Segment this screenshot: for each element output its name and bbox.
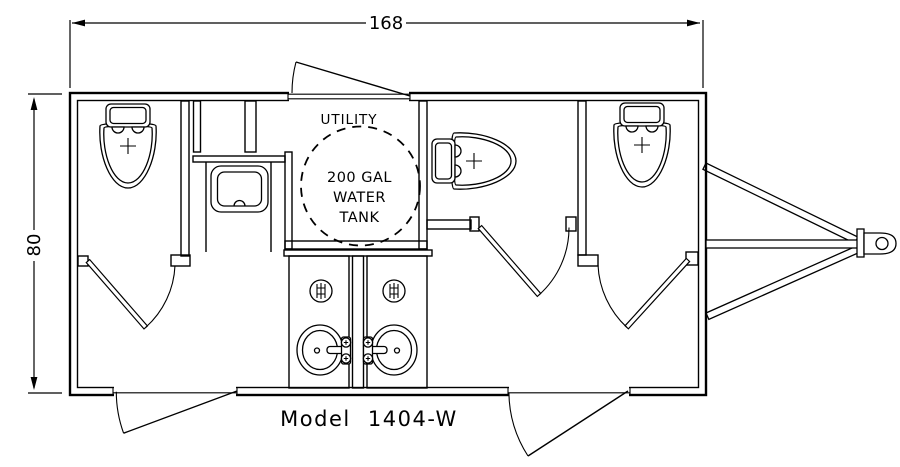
toilet-icon-center-stall (431, 132, 517, 190)
door-utility-exterior (291, 61, 411, 97)
dimension-height: 80 (24, 93, 62, 394)
toilet-icon-left-room (99, 103, 157, 189)
arrowhead-right-icon (687, 19, 700, 27)
drain-icon (393, 347, 401, 354)
arrowhead-down-icon (30, 377, 38, 390)
tank-label-line1: 200 GAL (327, 170, 392, 186)
stall-door-jamb-left (469, 216, 480, 232)
door-entry-right (508, 390, 629, 457)
niche-wall-right (244, 100, 257, 153)
hitch-plate (856, 228, 865, 258)
door-center-stall (477, 224, 570, 298)
dispenser-left (309, 279, 333, 303)
utility-wall-left (284, 151, 293, 250)
utility-room: UTILITY 200 GAL WATER TANK (300, 112, 421, 247)
lavatory-right (362, 324, 418, 376)
utility-room-label: UTILITY (320, 112, 377, 128)
basin-notch-icon (233, 199, 246, 207)
dispenser-icon (309, 279, 333, 303)
door-left-room (85, 258, 176, 330)
outer-wall-line (68, 91, 708, 397)
trailer-tongue (702, 162, 897, 321)
sink-vanities (283, 249, 433, 389)
partition-left-room-jamb (170, 254, 191, 267)
utility-basin (210, 165, 269, 213)
door-thresholds (112, 93, 631, 395)
lavatory-left (296, 324, 352, 376)
model-title: Model 1404-W (280, 407, 458, 431)
length-dimension-label: 168 (369, 13, 403, 34)
vanity-cabinet-right (366, 255, 428, 389)
basin-inner-icon (216, 171, 263, 207)
tongue-bar-lower (705, 244, 862, 321)
door-swing-arc (597, 264, 628, 328)
dimension-length: 168 (69, 13, 704, 88)
hitch-ball-socket-icon (875, 236, 889, 251)
interior-doors (85, 224, 691, 330)
partition-right-room (577, 100, 587, 256)
left-door-jamb (77, 255, 89, 267)
water-tank-icon (300, 125, 421, 247)
hitch-coupler-icon (863, 232, 897, 255)
partition-left-room (180, 100, 190, 257)
vanity-top-cap (283, 249, 433, 257)
tank-label-line2: WATER (333, 190, 386, 206)
door-swing-arc (538, 227, 570, 296)
tongue-bar-center (705, 239, 861, 249)
stall-door-jamb-right (565, 216, 577, 232)
niche-wall-left (192, 100, 202, 153)
arrowhead-left-icon (72, 19, 85, 27)
exterior-walls (68, 90, 708, 398)
inner-wall-line (76, 99, 700, 389)
utility-wall-right (418, 100, 428, 250)
height-dimension-label: 80 (24, 234, 45, 257)
drain-icon (313, 347, 321, 354)
partition-right-room-jamb (577, 254, 599, 267)
door-entry-left (115, 390, 238, 434)
toilet-icon-right-room (613, 102, 671, 188)
bottom-right-door-opening (509, 384, 629, 398)
top-door-opening (289, 90, 409, 104)
door-swing-arc (145, 265, 176, 328)
vanity-divider-wall (351, 255, 365, 389)
exterior-doors (115, 61, 629, 457)
stall-wall (426, 219, 472, 230)
dispenser-right (382, 279, 406, 303)
bottom-left-door-opening (114, 384, 236, 398)
arrowhead-up-icon (30, 97, 38, 110)
door-right-room (597, 257, 691, 330)
basin-outer-icon (210, 165, 269, 213)
tongue-bar-upper (702, 162, 859, 245)
dispenser-icon (382, 279, 406, 303)
basin-counter-back (192, 155, 286, 163)
tank-label-line3: TANK (338, 210, 379, 226)
vanity-cabinet-left (288, 255, 350, 389)
